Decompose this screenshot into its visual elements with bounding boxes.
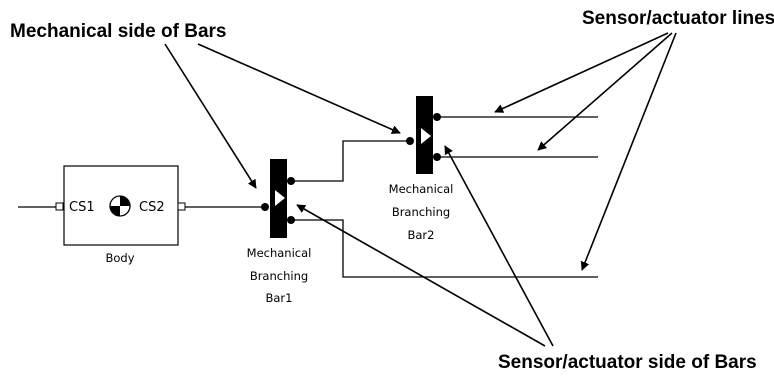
- callout-mechanical-side: Mechanical side of Bars: [10, 21, 226, 42]
- bar2-label-line1: Mechanical: [389, 182, 454, 196]
- center-of-mass-icon: [109, 195, 131, 217]
- body-cs1-label: CS1: [69, 200, 95, 215]
- body-label: Body: [105, 251, 134, 265]
- body-cs2-label: CS2: [139, 200, 165, 215]
- bar2-sensor-port-bottom: [433, 153, 441, 161]
- callout-sensor-side: Sensor/actuator side of Bars: [498, 352, 757, 373]
- bar1-label-line2: Branching: [250, 269, 308, 283]
- bar2-label-line2: Branching: [392, 205, 450, 219]
- callout-sensor-lines: Sensor/actuator lines: [582, 8, 774, 29]
- body-block[interactable]: CS1 CS2: [55, 165, 186, 246]
- branching-bar-1[interactable]: [261, 159, 295, 238]
- bar2-sensor-port-top: [433, 113, 441, 121]
- bar1-sensor-port-top: [287, 177, 295, 185]
- bar1-label-line1: Mechanical: [247, 246, 312, 260]
- body-port-right: [177, 202, 186, 211]
- body-port-left: [55, 202, 64, 211]
- bar1-mechanical-port: [261, 203, 269, 211]
- bar1-sensor-port-bottom: [287, 216, 295, 224]
- bar2-mechanical-port: [406, 137, 414, 145]
- bar2-label-line3: Bar2: [408, 228, 435, 242]
- branching-bar-2[interactable]: [406, 96, 441, 174]
- bar1-label-line3: Bar1: [266, 291, 293, 305]
- callout-arrows: [164, 32, 677, 347]
- connection-lines: [18, 116, 598, 278]
